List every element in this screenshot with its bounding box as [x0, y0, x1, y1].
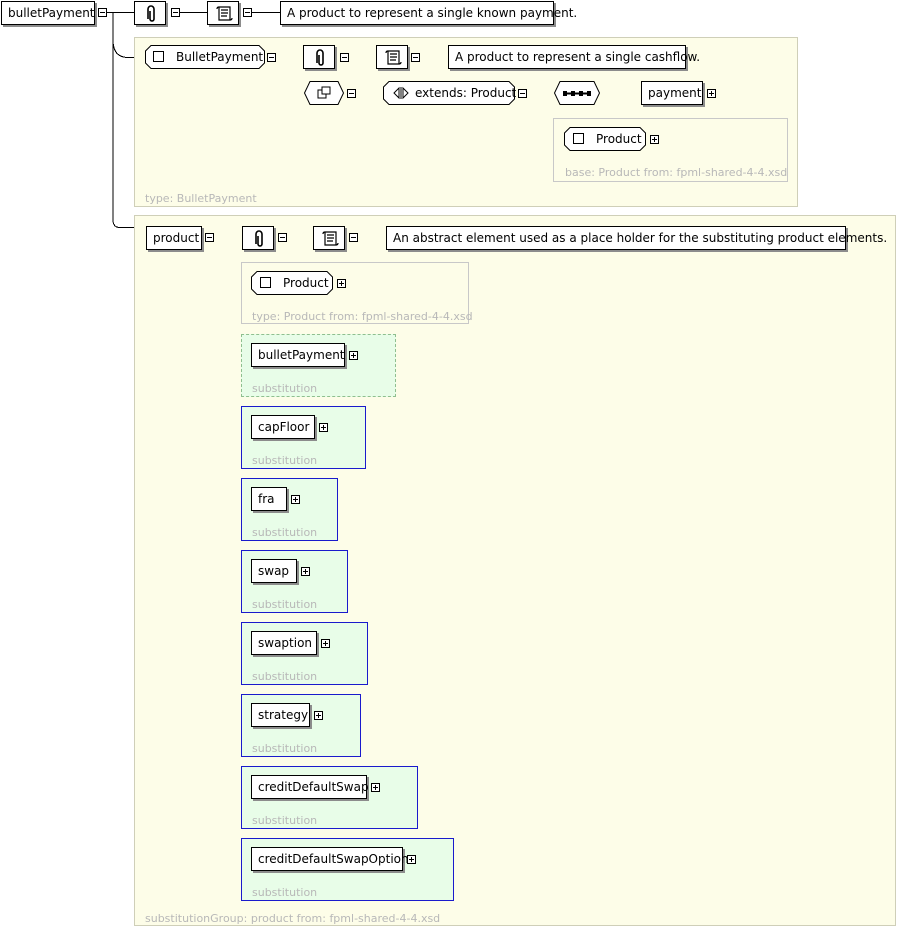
expand-toggle[interactable] — [407, 855, 416, 864]
substitution-element[interactable]: bulletPayment — [251, 343, 345, 367]
root-element-bulletPayment[interactable]: bulletPayment — [1, 1, 95, 25]
type-checkbox-icon — [573, 133, 584, 144]
complex-type-BulletPayment[interactable]: BulletPayment — [145, 45, 265, 69]
substitution-caption: substitution — [252, 382, 318, 395]
sequence-dots-icon[interactable] — [554, 81, 601, 105]
complex-content-icon[interactable] — [304, 81, 345, 105]
paperclip-icon[interactable] — [242, 226, 274, 250]
collapse-toggle[interactable] — [98, 8, 107, 17]
product-panel-caption: substitutionGroup: product from: fpml-sh… — [145, 912, 441, 925]
expand-toggle[interactable] — [319, 423, 328, 432]
product-type-panel — [241, 262, 469, 324]
substitution-element[interactable]: capFloor — [251, 415, 315, 439]
element-product[interactable]: product — [146, 226, 202, 250]
extension-extends-product[interactable]: extends: Product — [383, 81, 517, 105]
collapse-toggle[interactable] — [349, 233, 358, 242]
base-type-label: Product — [596, 132, 642, 146]
substitution-element[interactable]: strategy — [251, 703, 310, 727]
substitution-caption: substitution — [252, 742, 318, 755]
collapse-toggle[interactable] — [340, 53, 349, 62]
expand-toggle[interactable] — [337, 279, 346, 288]
collapse-toggle[interactable] — [267, 53, 276, 62]
collapse-toggle[interactable] — [411, 53, 420, 62]
collapse-toggle[interactable] — [518, 89, 527, 98]
substitution-element[interactable]: swap — [251, 559, 297, 583]
expand-toggle[interactable] — [707, 89, 716, 98]
type-checkbox-icon — [260, 277, 271, 288]
substitution-element[interactable]: creditDefaultSwap — [251, 775, 369, 799]
document-scroll-icon[interactable] — [207, 1, 239, 25]
base-type-Product[interactable]: Product — [564, 127, 646, 151]
expand-toggle[interactable] — [314, 711, 323, 720]
extension-label: extends: Product — [415, 86, 517, 100]
substitution-element[interactable]: creditDefaultSwapOption — [251, 847, 409, 871]
type-documentation: A product to represent a single cashflow… — [448, 45, 700, 69]
substitution-caption: substitution — [252, 526, 318, 539]
substitution-caption: substitution — [252, 454, 318, 467]
document-scroll-icon[interactable] — [313, 226, 345, 250]
collapse-toggle[interactable] — [205, 233, 214, 242]
document-scroll-icon[interactable] — [376, 45, 408, 69]
root-documentation: A product to represent a single known pa… — [280, 1, 577, 25]
complex-type-label: BulletPayment — [176, 50, 264, 64]
substitution-caption: substitution — [252, 670, 318, 683]
expand-toggle[interactable] — [301, 567, 310, 576]
type-checkbox-icon — [153, 51, 164, 62]
collapse-toggle[interactable] — [278, 233, 287, 242]
collapse-toggle[interactable] — [243, 8, 252, 17]
substitution-caption: substitution — [252, 598, 318, 611]
paperclip-icon[interactable] — [134, 1, 166, 25]
product-type-Product[interactable]: Product — [251, 271, 333, 295]
paperclip-icon[interactable] — [303, 45, 335, 69]
expand-toggle[interactable] — [650, 135, 659, 144]
substitution-element[interactable]: swaption — [251, 631, 317, 655]
collapse-toggle[interactable] — [347, 89, 356, 98]
base-type-panel — [553, 118, 788, 182]
substitution-caption: substitution — [252, 886, 318, 899]
expand-toggle[interactable] — [291, 495, 300, 504]
expand-toggle[interactable] — [349, 351, 358, 360]
product-type-caption: type: Product from: fpml-shared-4-4.xsd — [252, 310, 473, 323]
base-type-caption: base: Product from: fpml-shared-4-4.xsd — [565, 166, 788, 179]
expand-toggle[interactable] — [321, 639, 330, 648]
element-payment[interactable]: payment — [641, 81, 703, 105]
collapse-toggle[interactable] — [171, 8, 180, 17]
substitution-caption: substitution — [252, 814, 318, 827]
product-documentation: An abstract element used as a place hold… — [386, 226, 887, 250]
substitution-element[interactable]: fra — [251, 487, 287, 511]
type-panel-caption: type: BulletPayment — [145, 192, 257, 205]
product-type-label: Product — [283, 276, 329, 290]
expand-toggle[interactable] — [371, 783, 380, 792]
